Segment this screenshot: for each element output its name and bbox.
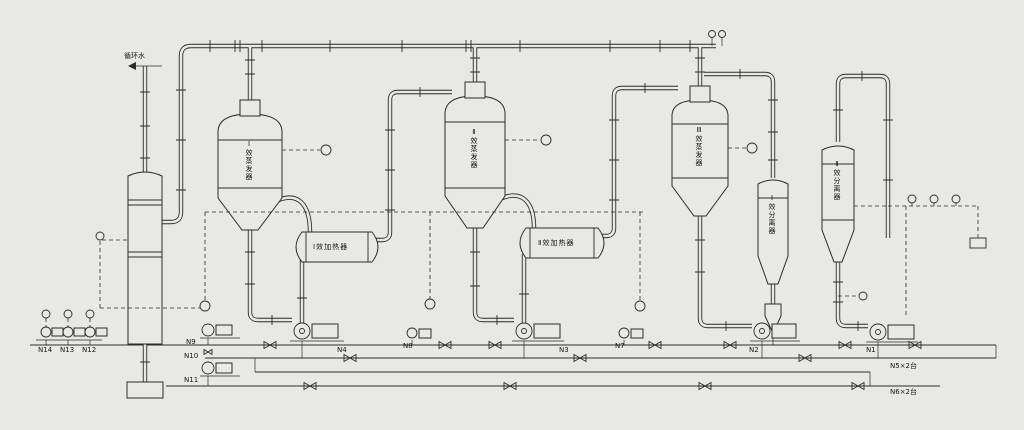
pump-n11 [201,361,233,375]
label-separator-2: Ⅱ效分离器 [833,160,841,201]
manifold-lines [30,330,997,387]
evaporator-1 [217,99,283,231]
separator-1 [757,179,789,331]
stream-label-circulating-water: 循环水 [124,52,145,60]
condenser-column [126,171,164,399]
pump-tag-n14: N14 [38,346,53,354]
pump-n4 [293,322,339,340]
pump-n8 [406,327,432,339]
label-evaporator-2: Ⅱ效蒸发器 [470,128,478,169]
pump-tag-n7: N7 [615,342,625,350]
pump-tag-n1: N1 [866,346,876,354]
pump-tag-n13: N13 [60,346,75,354]
separator-2 [821,145,855,263]
pump-n13 [62,326,86,338]
label-evaporator-1: Ⅰ效蒸发器 [245,140,253,181]
instrument-lines [41,30,987,327]
label-evaporator-3: Ⅲ效蒸发器 [695,126,703,167]
pump-tag-n6: N6×2台 [890,388,918,396]
label-heater-1: Ⅰ效加热器 [313,243,349,251]
pump-tag-n12: N12 [82,346,97,354]
pump-tag-n5: N5×2台 [890,362,918,370]
pump-tag-n11: N11 [184,376,199,384]
pump-n12 [84,326,108,338]
pump-n2 [753,322,797,340]
pump-tag-n9: N9 [186,338,196,346]
pump-n14 [40,326,64,338]
seal-pot [126,381,164,399]
pump-tag-n10: N10 [184,352,199,360]
pump-tag-n3: N3 [559,346,569,354]
pump-n7 [618,327,644,339]
pump-n1 [869,323,915,341]
pump-tag-n4: N4 [337,346,347,354]
heater-2 [519,227,605,259]
flange-ticks [140,40,893,363]
valve-n10 [203,348,213,356]
pump-tag-n2: N2 [749,346,759,354]
label-heater-2: Ⅱ效加热器 [538,239,575,247]
pump-n9 [201,323,233,337]
heater-1 [295,231,379,263]
label-separator-1: Ⅰ效分离器 [768,194,776,235]
valve-symbols [203,340,922,391]
water-inlet-arrow-icon [128,62,162,70]
evaporator-3 [671,85,729,217]
evaporator-2 [444,81,506,229]
pipes-inner [143,44,890,382]
pump-tag-n8: N8 [403,342,413,350]
pump-n3 [515,322,561,340]
